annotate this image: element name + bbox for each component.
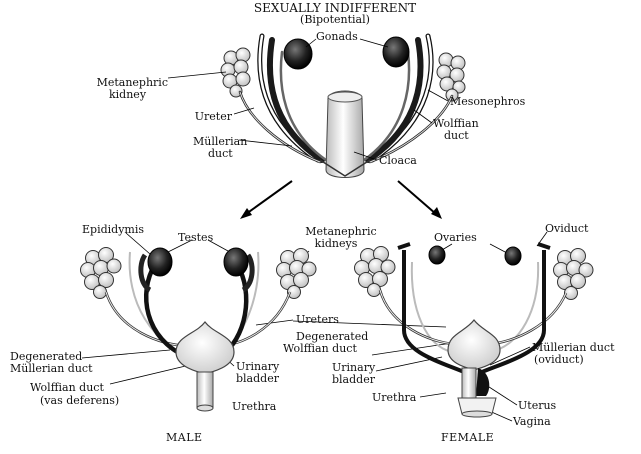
metanephric-kidney-right xyxy=(437,53,465,101)
label-female-urinary-2: bladder xyxy=(332,374,375,386)
female-bladder xyxy=(448,320,500,370)
male-tract xyxy=(81,248,317,412)
female-kidney-left xyxy=(355,247,396,297)
testis-left xyxy=(148,248,172,276)
label-ureter: Ureter xyxy=(150,111,232,123)
label-testes: Testes xyxy=(178,232,213,244)
label-mullerian-2: duct xyxy=(208,148,233,160)
gonad-left xyxy=(284,39,312,69)
male-bladder xyxy=(176,322,234,374)
caption-male: MALE xyxy=(166,432,203,444)
label-ureters: Ureters xyxy=(296,314,339,326)
label-metanephric-kidney-2: kidney xyxy=(109,89,146,101)
cloaca xyxy=(320,91,370,178)
label-male-urinary-2: bladder xyxy=(236,373,279,385)
oviduct-fimbria-left xyxy=(398,244,410,248)
arrow-to-male xyxy=(240,181,292,219)
male-kidney-right xyxy=(277,249,317,299)
label-epididymis: Epididymis xyxy=(82,224,144,236)
indifferent-stage xyxy=(221,36,465,178)
label-cloaca: Cloaca xyxy=(379,155,417,167)
male-urethra xyxy=(197,372,213,411)
ovary-right xyxy=(505,247,521,265)
caption-female: FEMALE xyxy=(441,432,494,444)
arrow-to-female xyxy=(398,181,442,219)
label-gonads: Gonads xyxy=(316,31,358,43)
left-duct-bundle xyxy=(240,36,326,162)
gonad-right xyxy=(383,37,409,67)
uterus xyxy=(476,368,489,396)
label-mesonephros: Mesonephros xyxy=(450,96,525,108)
metanephric-kidney-left xyxy=(221,48,250,97)
label-oviduct: Oviduct xyxy=(545,223,588,235)
label-vagina: Vagina xyxy=(513,416,551,428)
label-ovaries: Ovaries xyxy=(434,232,477,244)
testis-right xyxy=(224,248,248,276)
label-female-degenerated-2: Wolffian duct xyxy=(283,343,357,355)
subtitle: (Bipotential) xyxy=(270,14,400,26)
label-male-degenerated-2: Müllerian duct xyxy=(10,363,93,375)
ovary-left xyxy=(429,246,445,264)
label-wolffian-vas-2: (vas deferens) xyxy=(40,395,119,407)
male-kidney-left xyxy=(81,248,122,299)
label-wolffian-2: duct xyxy=(444,130,469,142)
label-metanephric-kidneys-2: kidneys xyxy=(296,238,376,250)
label-male-urethra: Urethra xyxy=(232,401,276,413)
label-female-urethra: Urethra xyxy=(372,392,416,404)
label-wolffian-vas-1: Wolffian duct xyxy=(30,382,104,394)
label-mullerian-oviduct: (oviduct) xyxy=(534,354,584,366)
female-kidney-right xyxy=(554,249,594,300)
label-uterus: Uterus xyxy=(518,400,556,412)
oviduct-fimbria-right xyxy=(538,244,550,248)
